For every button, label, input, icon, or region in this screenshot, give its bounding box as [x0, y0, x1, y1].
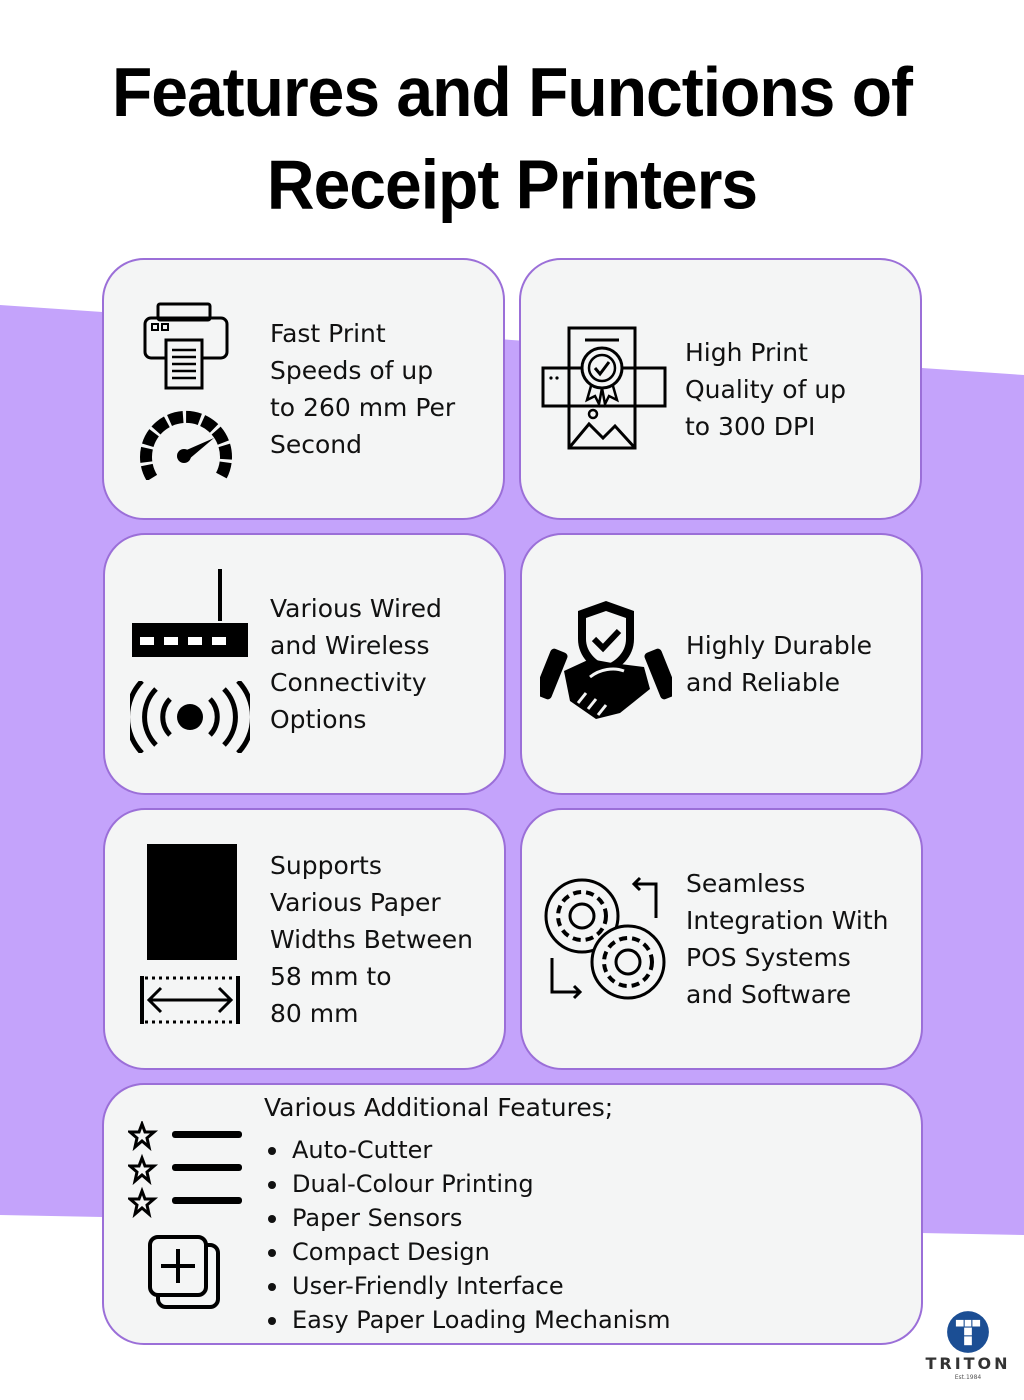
text-line: Seamless	[686, 869, 806, 898]
text-line: and Reliable	[686, 668, 841, 697]
speedometer-icon	[140, 411, 232, 480]
printer-icon	[143, 302, 229, 390]
text-line: Connectivity	[270, 668, 427, 697]
title-line-1: Features and Functions of	[111, 52, 913, 131]
text-line: to 260 mm Per	[270, 393, 456, 422]
page-title: Features and Functions of Receipt Printe…	[0, 46, 1024, 231]
text-line: Highly Durable	[686, 631, 873, 660]
text-line: Second	[270, 430, 363, 459]
list-item: User-Friendly Interface	[264, 1269, 670, 1303]
text-line: Various Wired	[270, 594, 442, 623]
text-line: and Wireless	[270, 631, 430, 660]
additional-features-list: Auto-Cutter Dual-Colour Printing Paper S…	[264, 1133, 670, 1337]
list-item: Paper Sensors	[264, 1201, 670, 1235]
logo-established: Est.1984	[954, 1374, 982, 1381]
list-item: Auto-Cutter	[264, 1133, 670, 1167]
additional-features-title: Various Additional Features;	[264, 1093, 614, 1122]
card-additional-features: Various Additional Features; Auto-Cutter…	[102, 1083, 923, 1345]
card-text: Fast Print Speeds of up to 260 mm Per Se…	[270, 315, 455, 463]
width-arrow-icon	[140, 976, 240, 1024]
triton-logo-icon	[947, 1311, 989, 1353]
add-copy-icon	[148, 1235, 220, 1309]
list-item: Dual-Colour Printing	[264, 1167, 670, 1201]
card-print-speed: Fast Print Speeds of up to 260 mm Per Se…	[102, 258, 505, 520]
text-line: High Print	[685, 338, 808, 367]
card-paper-width: Supports Various Paper Widths Between 58…	[103, 808, 506, 1070]
text-line: POS Systems	[686, 943, 851, 972]
handshake-shield-icon	[540, 601, 672, 719]
gears-sync-icon	[544, 876, 666, 1000]
starred-checklist-icon	[128, 1121, 242, 1219]
text-line: Widths Between	[270, 925, 473, 954]
text-line: Integration With	[686, 906, 889, 935]
text-line: 58 mm to	[270, 962, 392, 991]
card-text: Various Wired and Wireless Connectivity …	[270, 590, 442, 738]
text-line: Speeds of up	[270, 356, 434, 385]
text-line: 80 mm	[270, 999, 359, 1028]
card-text: Supports Various Paper Widths Between 58…	[270, 847, 473, 1032]
text-line: Supports	[270, 851, 382, 880]
text-line: and Software	[686, 980, 852, 1009]
certified-print-icon	[541, 326, 667, 450]
logo-wordmark: TRITON	[925, 1354, 1011, 1373]
card-text: Seamless Integration With POS Systems an…	[686, 865, 888, 1013]
card-durability: Highly Durable and Reliable	[520, 533, 923, 795]
text-line: Quality of up	[685, 375, 847, 404]
wireless-signal-icon	[130, 681, 250, 753]
card-integration: Seamless Integration With POS Systems an…	[520, 808, 923, 1070]
router-icon	[132, 569, 248, 657]
card-text: Highly Durable and Reliable	[686, 627, 872, 701]
text-line: Various Paper	[270, 888, 441, 917]
text-line: to 300 DPI	[685, 412, 816, 441]
card-connectivity: Various Wired and Wireless Connectivity …	[103, 533, 506, 795]
list-item: Compact Design	[264, 1235, 670, 1269]
list-item: Easy Paper Loading Mechanism	[264, 1303, 670, 1337]
card-text: High Print Quality of up to 300 DPI	[685, 334, 846, 445]
paper-roll-icon	[147, 844, 237, 960]
card-print-quality: High Print Quality of up to 300 DPI	[519, 258, 922, 520]
title-line-2: Receipt Printers	[266, 145, 758, 224]
text-line: Fast Print	[270, 319, 386, 348]
text-line: Options	[270, 705, 367, 734]
